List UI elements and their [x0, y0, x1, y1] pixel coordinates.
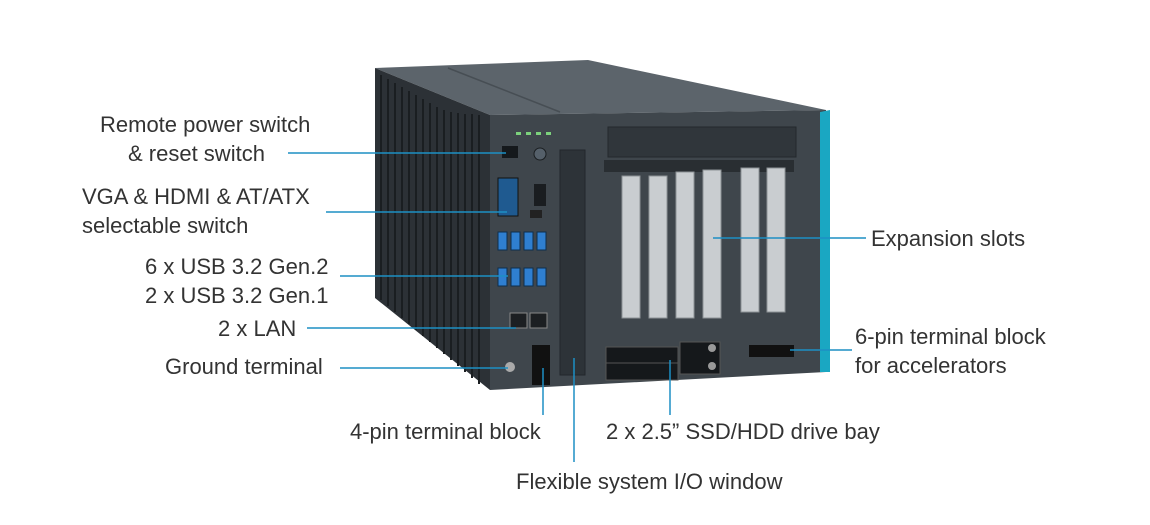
label-six-pin-line1: 6-pin terminal block — [855, 324, 1046, 349]
six-pin-terminal — [749, 345, 794, 357]
heatsink-fins — [380, 75, 480, 384]
label-vga-hdmi-line1: VGA & HDMI & AT/ATX — [82, 184, 310, 209]
label-usb-line1: 6 x USB 3.2 Gen.2 — [145, 254, 329, 279]
usb-ports — [497, 231, 547, 287]
lan-port-2 — [529, 312, 548, 329]
expansion-slot-covers — [621, 167, 786, 319]
power-button — [533, 147, 547, 161]
label-six-pin: 6-pin terminal block for accelerators — [855, 322, 1046, 380]
label-io-window: Flexible system I/O window — [516, 469, 783, 494]
atx-switch — [530, 210, 542, 218]
expansion-top-bracket — [607, 126, 797, 158]
io-window — [559, 149, 586, 376]
label-power-switch: Remote power switch & reset switch — [100, 110, 356, 168]
ground-screw — [505, 362, 515, 372]
chassis-top — [375, 60, 826, 115]
led-indicators — [516, 132, 551, 135]
label-power-switch-line1: Remote power switch — [100, 112, 311, 137]
label-six-pin-line2: for accelerators — [855, 353, 1007, 378]
accent-strip — [820, 110, 830, 372]
vga-port — [497, 177, 519, 217]
label-vga-hdmi: VGA & HDMI & AT/ATX selectable switch — [82, 182, 310, 240]
label-power-switch-line2: & reset switch — [128, 141, 265, 166]
label-four-pin: 4-pin terminal block — [350, 419, 541, 444]
label-usb-line2: 2 x USB 3.2 Gen.1 — [145, 283, 329, 308]
label-ground: Ground terminal — [165, 354, 323, 379]
label-lan: 2 x LAN — [218, 316, 297, 341]
leader-lines — [288, 152, 866, 462]
remote-switch-connector — [502, 146, 518, 158]
hdmi-port — [534, 184, 546, 206]
lan-port-1 — [509, 312, 528, 329]
drive-bay-2 — [605, 362, 679, 381]
label-usb: 6 x USB 3.2 Gen.2 2 x USB 3.2 Gen.1 — [145, 252, 328, 310]
four-pin-terminal — [532, 345, 550, 385]
label-vga-hdmi-line2: selectable switch — [82, 213, 249, 238]
label-drive-bay: 2 x 2.5” SSD/HDD drive bay — [606, 419, 880, 444]
drive-bay-1 — [605, 346, 679, 365]
chassis-side-heatsink — [375, 68, 490, 390]
label-expansion: Expansion slots — [871, 226, 1026, 251]
